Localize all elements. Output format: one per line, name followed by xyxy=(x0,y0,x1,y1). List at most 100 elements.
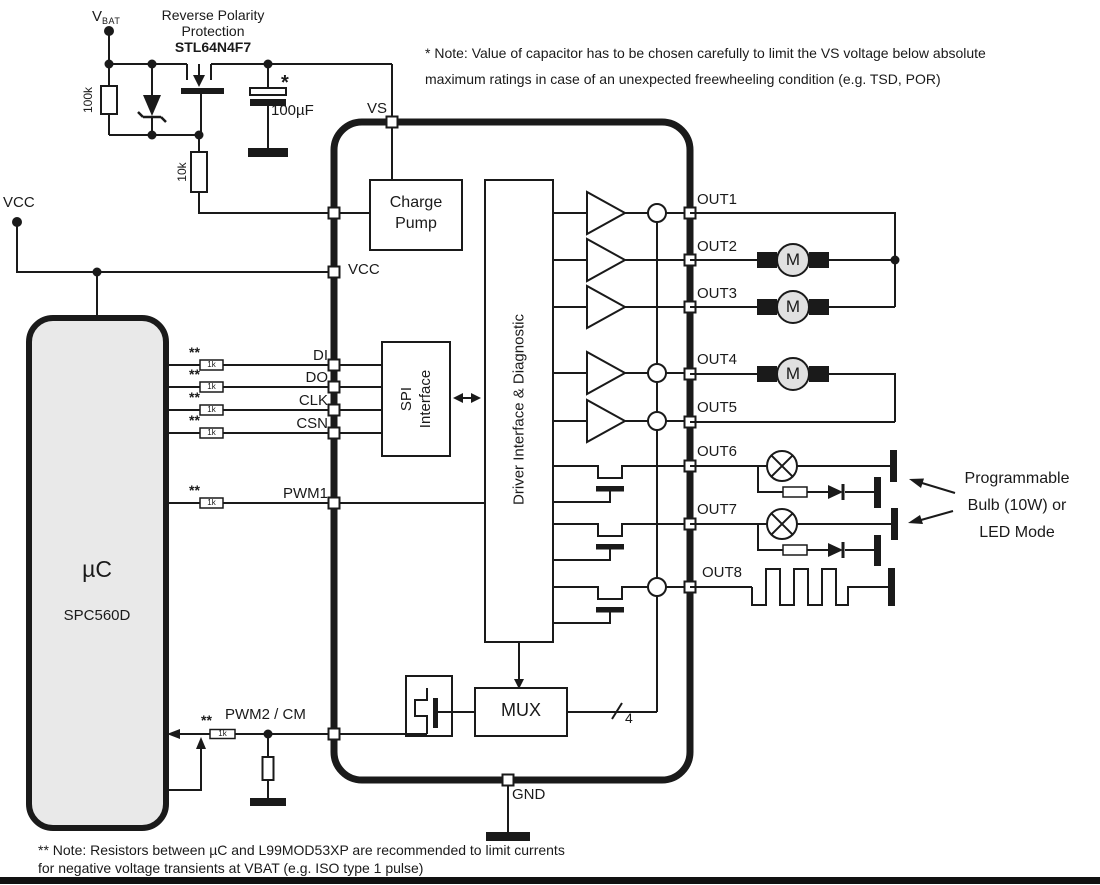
resistor-value-csn: 1k xyxy=(207,428,216,437)
mcu-feedback-line xyxy=(166,747,202,791)
spi-label-line2: Interface xyxy=(417,369,434,429)
reverse-polarity-network xyxy=(100,26,393,214)
lowside-mosfets xyxy=(553,465,690,624)
mux-label: MUX xyxy=(501,700,541,720)
mcu-title: µC xyxy=(82,556,112,582)
load-note-line3: LED Mode xyxy=(979,524,1055,541)
ground-bar-led-out6 xyxy=(874,477,881,508)
pin-label-vs: VS xyxy=(366,100,387,117)
protection-part-number: STL64N4F7 xyxy=(174,39,252,55)
motor-letter-out3: M xyxy=(785,297,801,316)
out5-label: OUT5 xyxy=(697,399,738,416)
resistor-1k-csn xyxy=(199,427,224,439)
arrow-into-mcu xyxy=(167,729,180,739)
load-note-line1: Programmable xyxy=(964,470,1070,487)
motor-letter-out4: M xyxy=(785,364,801,383)
sense-tap-out5 xyxy=(647,411,667,431)
load-mode-note: Programmable Bulb (10W) or LED Mode xyxy=(942,465,1092,546)
resistor-1k-do xyxy=(199,381,224,393)
motor-out2 xyxy=(757,243,829,277)
ground-bar-out7 xyxy=(891,508,898,540)
capacitor-bottom-plate xyxy=(250,99,286,106)
out4-label: OUT4 xyxy=(697,351,738,368)
ground-bar-led-out7 xyxy=(874,535,881,566)
signal-label-csn: CSN xyxy=(296,415,328,432)
resistor-value-clk: 1k xyxy=(207,405,216,414)
note-bottom-line1: ** Note: Resistors between µC and L99MOD… xyxy=(38,842,565,858)
vbat-label: VBAT xyxy=(92,8,121,26)
note-top-line2: maximum ratings in case of an unexpected… xyxy=(425,71,941,87)
signal-label-pwm2-cm: PWM2 / CM xyxy=(225,706,306,723)
heater-out8 xyxy=(690,568,888,606)
resistor-value-di: 1k xyxy=(207,360,216,369)
motor-letter-out2: M xyxy=(785,250,801,269)
led-resistor-out7 xyxy=(782,544,808,556)
sense-tap-out4 xyxy=(647,363,667,383)
led-diode-out6 xyxy=(828,485,843,499)
pulldown-resistor xyxy=(261,756,275,781)
mux-box xyxy=(474,687,568,737)
stars-di: ** xyxy=(189,344,200,360)
motor-loads xyxy=(690,212,900,423)
signal-label-di: DI xyxy=(313,347,328,364)
ic-ground-bar xyxy=(486,832,530,841)
pin-label-vcc: VCC xyxy=(348,261,380,278)
ic-internals xyxy=(334,122,690,841)
load-note-line2: Bulb (10W) or xyxy=(967,497,1067,514)
motor-out3 xyxy=(757,290,829,324)
resistor-100k-label: 100k xyxy=(81,86,95,114)
mcu-part-number: SPC560D xyxy=(63,607,131,624)
signal-label-pwm1: PWM1 xyxy=(283,485,328,502)
mosfet-gate-bar xyxy=(181,88,224,94)
resistor-1k-pwm1 xyxy=(199,497,224,509)
out2-label: OUT2 xyxy=(697,238,738,255)
resistor-1k-pwm2 xyxy=(209,728,236,740)
vcc-rail xyxy=(12,217,334,318)
driver-interface-label: Driver Interface & Diagnostic xyxy=(510,314,528,505)
capacitor-top-plate xyxy=(249,87,287,96)
pwm2-cm-line xyxy=(166,728,334,806)
capacitor-ground-bar xyxy=(248,148,288,157)
protection-label-line1: Reverse Polarity xyxy=(161,7,265,23)
mosfet-body-arrow xyxy=(193,75,205,87)
led-diode-out7 xyxy=(828,543,843,557)
annotation-arrow-out6 xyxy=(921,482,956,494)
note-top-line1: * Note: Value of capacitor has to be cho… xyxy=(425,45,986,61)
ground-bar-out6 xyxy=(890,450,897,482)
resistor-value-do: 1k xyxy=(207,382,216,391)
spi-signal-lines xyxy=(166,359,334,509)
ground-bar-out8 xyxy=(888,568,895,606)
resistor-1k-clk xyxy=(199,404,224,416)
output-buffers xyxy=(553,190,690,444)
charge-pump-label: Charge Pump xyxy=(389,194,443,232)
resistor-value-pwm2: 1k xyxy=(218,729,227,738)
pin-label-gnd: GND xyxy=(512,786,546,803)
zener-diode xyxy=(143,95,161,116)
cm-mosfet-gate-bar xyxy=(433,698,438,728)
cm-output-box xyxy=(405,675,453,737)
spi-interface-box xyxy=(381,341,451,457)
capacitor-note-star: * xyxy=(281,72,289,94)
note-bottom-line2: for negative voltage transients at VBAT … xyxy=(38,860,424,876)
resistor-100k xyxy=(100,85,118,115)
signal-label-clk: CLK xyxy=(298,392,328,409)
annotation-arrow-out7 xyxy=(920,510,954,521)
bulb-led-loads xyxy=(690,450,956,606)
charge-pump-box xyxy=(369,179,463,251)
resistor-10k xyxy=(190,151,208,193)
out8-label: OUT8 xyxy=(702,564,743,581)
sense-tap-out8 xyxy=(647,577,667,597)
signal-label-do: DO xyxy=(305,369,329,386)
stars-pwm1: ** xyxy=(189,482,200,498)
capacitor-value: 100µF xyxy=(271,102,314,119)
stars-do: ** xyxy=(189,366,200,382)
stars-clk: ** xyxy=(189,389,200,405)
stars-csn: ** xyxy=(189,412,200,428)
driver-mux-arrow xyxy=(514,679,524,689)
stars-pwm2: ** xyxy=(201,712,212,728)
bus-width-label: 4 xyxy=(625,710,633,726)
current-sense-bus xyxy=(567,213,658,720)
pwm2-ground-bar xyxy=(250,798,286,806)
